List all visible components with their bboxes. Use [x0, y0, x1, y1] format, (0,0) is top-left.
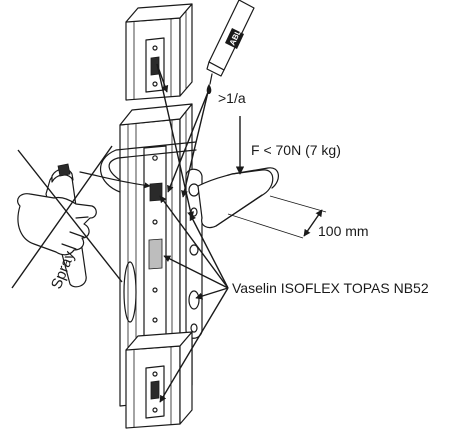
distance-dimension	[227, 195, 327, 239]
lubricant-label: Vaselin ISOFLEX TOPAS NB52	[232, 280, 429, 296]
bottom-door-profile	[125, 331, 193, 429]
lubrication-interval-label: >1/a	[218, 90, 246, 106]
distance-label: 100 mm	[318, 223, 369, 239]
top-door-profile	[125, 3, 193, 101]
force-label: F < 70N (7 kg)	[251, 142, 341, 158]
oil-can-icon: ABLOY	[206, 0, 255, 94]
lubrication-leaders	[156, 63, 229, 403]
no-spray-icon: Spray	[11, 145, 151, 291]
